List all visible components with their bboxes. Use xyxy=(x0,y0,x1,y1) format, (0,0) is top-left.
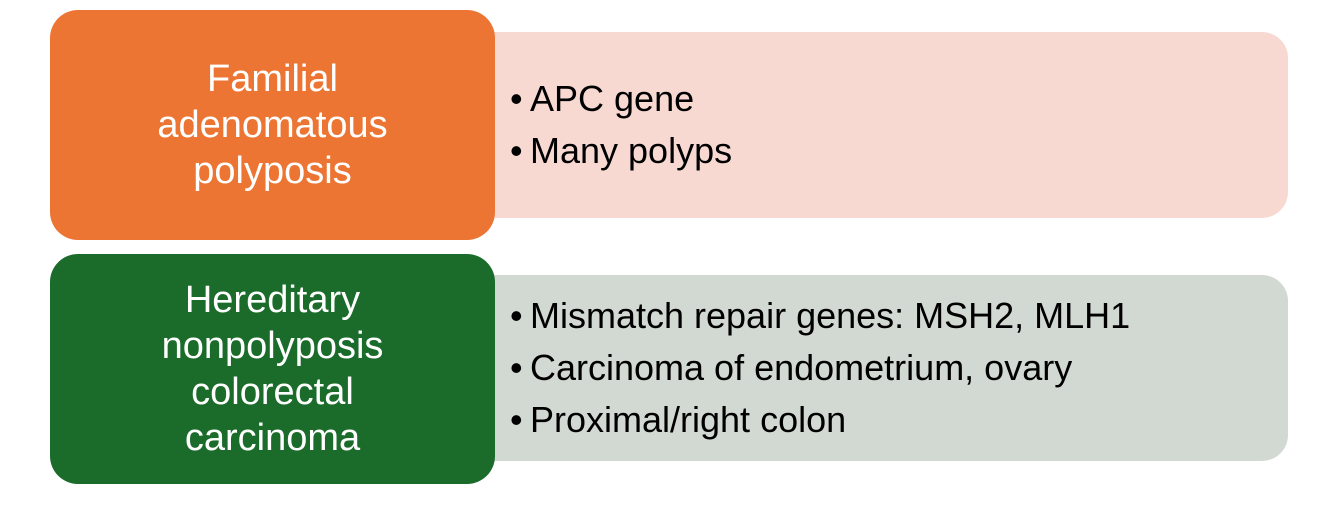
list-item: • Many polyps xyxy=(510,125,1288,177)
fap-label: Familial adenomatous polyposis xyxy=(157,58,388,192)
bullet-mark: • xyxy=(510,347,523,388)
hnpcc-detail-box: • Mismatch repair genes: MSH2, MLH1 • Ca… xyxy=(470,275,1288,461)
fap-label-box: Familial adenomatous polyposis xyxy=(50,10,495,240)
list-item: • Mismatch repair genes: MSH2, MLH1 xyxy=(510,290,1288,342)
fap-row: • APC gene • Many polyps Familial adenom… xyxy=(0,10,1327,240)
bullet-mark: • xyxy=(510,130,523,171)
bullet-text: Many polyps xyxy=(530,130,733,171)
bullet-text: Carcinoma of endometrium, ovary xyxy=(530,347,1073,388)
hnpcc-row: • Mismatch repair genes: MSH2, MLH1 • Ca… xyxy=(0,254,1327,484)
bullet-text: Proximal/right colon xyxy=(530,399,847,440)
bullet-text: Mismatch repair genes: MSH2, MLH1 xyxy=(530,295,1131,336)
bullet-text: APC gene xyxy=(530,78,695,119)
list-item: • APC gene xyxy=(510,73,1288,125)
hnpcc-label-box: Hereditary nonpolyposis colorectal carci… xyxy=(50,254,495,484)
hnpcc-label: Hereditary nonpolyposis colorectal carci… xyxy=(161,279,384,459)
fap-bullet-list: • APC gene • Many polyps xyxy=(510,73,1288,177)
list-item: • Proximal/right colon xyxy=(510,394,1288,446)
hnpcc-bullet-list: • Mismatch repair genes: MSH2, MLH1 • Ca… xyxy=(510,290,1288,446)
list-item: • Carcinoma of endometrium, ovary xyxy=(510,342,1288,394)
bullet-mark: • xyxy=(510,399,523,440)
bullet-mark: • xyxy=(510,295,523,336)
fap-detail-box: • APC gene • Many polyps xyxy=(470,32,1288,218)
bullet-mark: • xyxy=(510,78,523,119)
